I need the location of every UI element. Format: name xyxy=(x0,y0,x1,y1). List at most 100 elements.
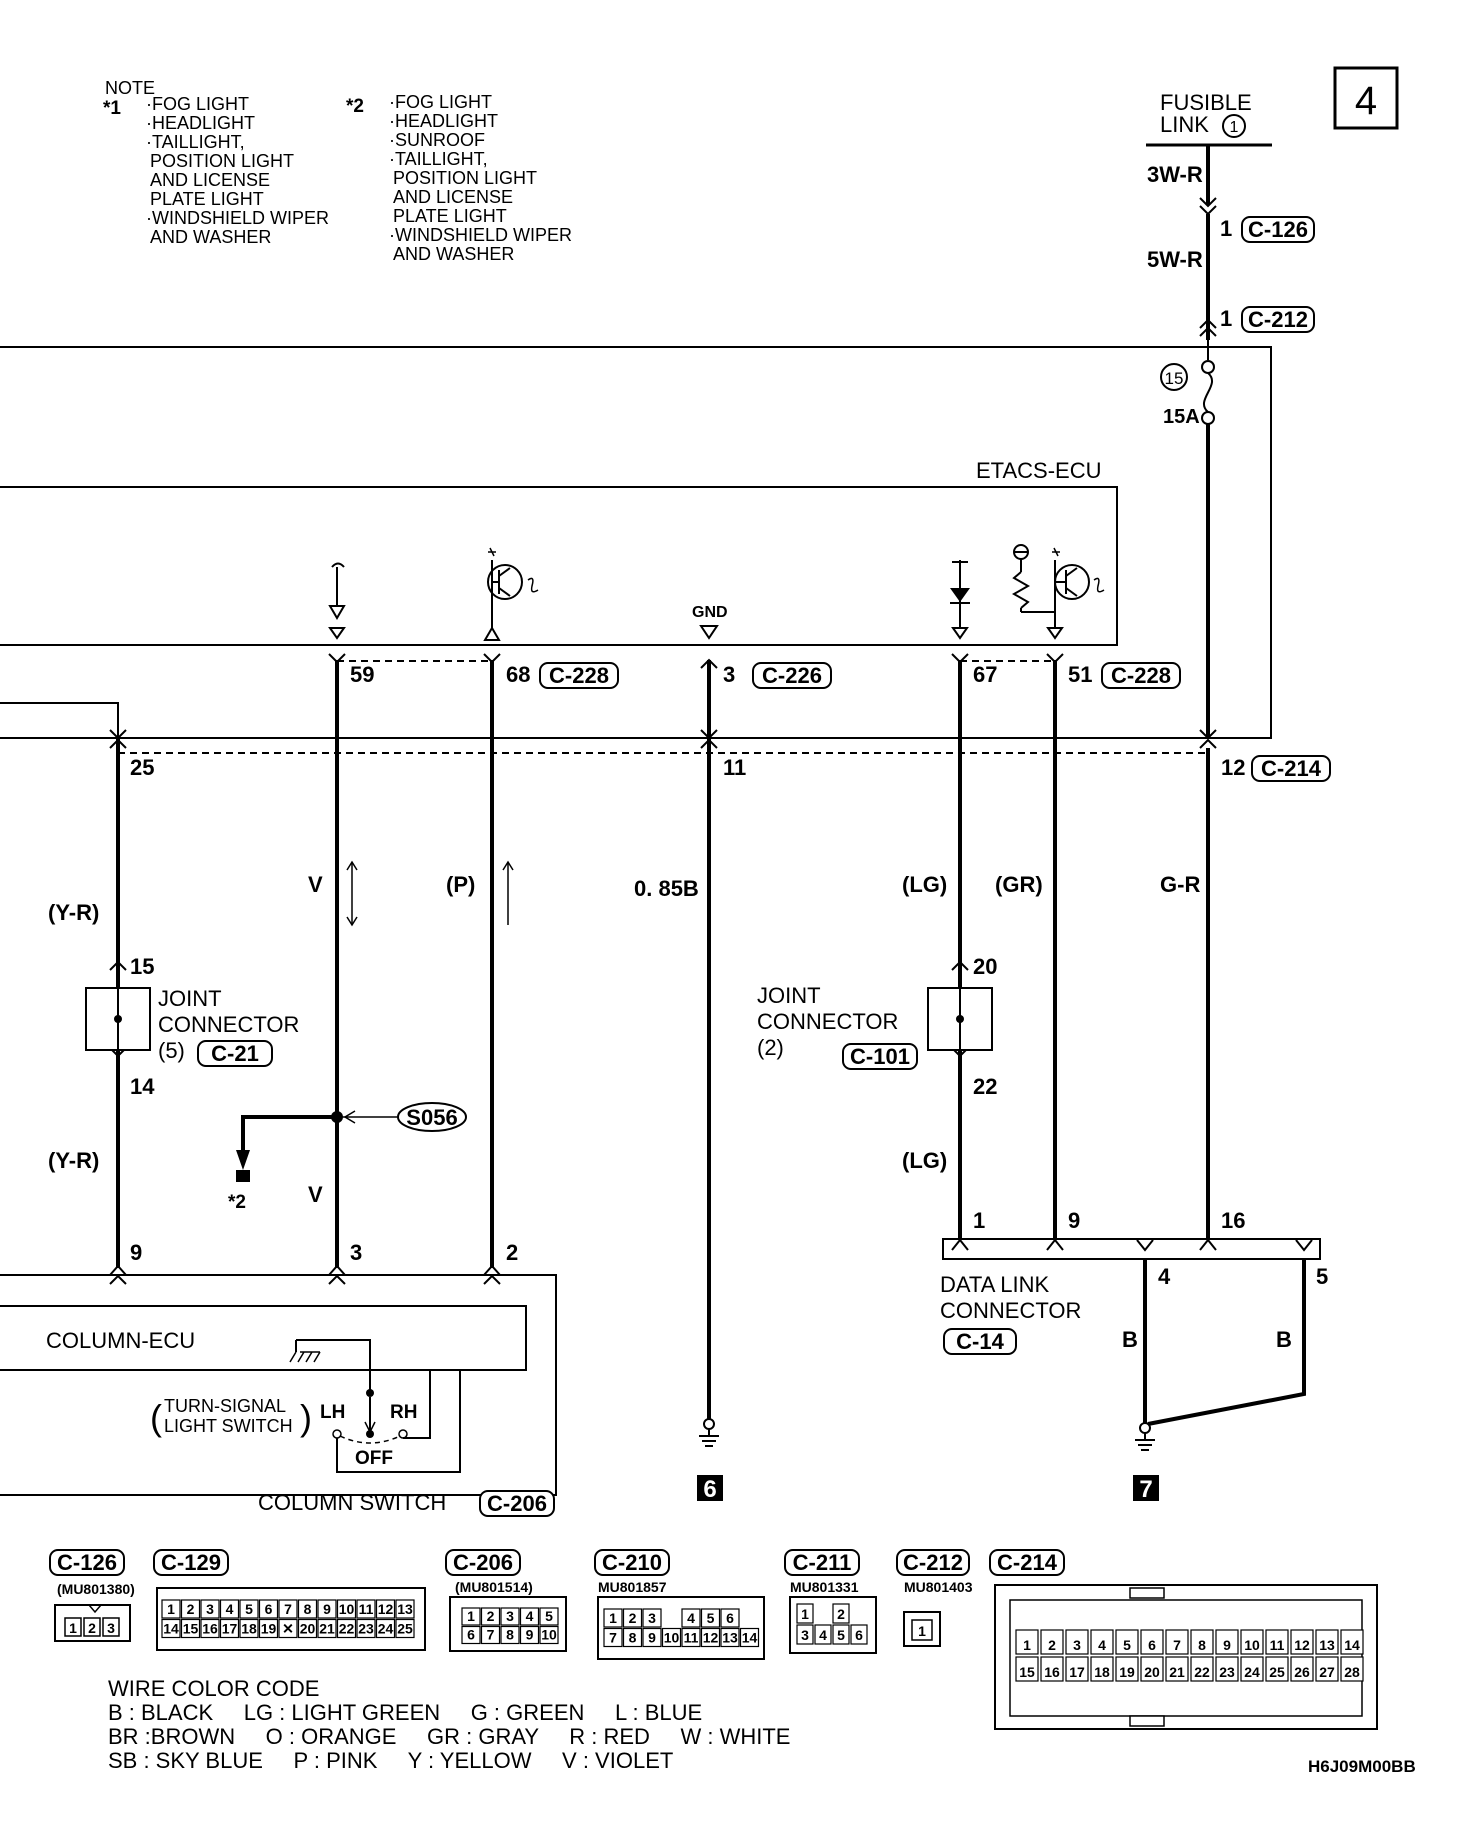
connector-pin-cell xyxy=(622,1608,643,1628)
connector-pin: 23 xyxy=(358,1621,374,1637)
connector-pin-cell xyxy=(796,1624,814,1645)
wire-color-label: V xyxy=(308,872,323,897)
note-star1-line: AND WASHER xyxy=(150,227,271,247)
connector-pin: 6 xyxy=(726,1610,734,1626)
connector-pin: 20 xyxy=(300,1621,316,1637)
note-star2-line: AND LICENSE xyxy=(393,187,513,207)
connector-pin: 22 xyxy=(339,1621,355,1637)
connector-pin: 26 xyxy=(1294,1664,1310,1680)
connector-pin: 14 xyxy=(1344,1637,1360,1653)
connector-pin-cell xyxy=(1265,1629,1289,1655)
connector-pin: 2 xyxy=(187,1601,195,1617)
connector-pin-cell xyxy=(1090,1629,1114,1655)
connector-badge-c126: C-126 xyxy=(49,1549,125,1576)
note-star1-line: ·FOG LIGHT xyxy=(146,94,249,114)
data-link-connector: 1 9 16 4 5 B B DATA LINK CONNECTOR C-14 xyxy=(940,1208,1328,1426)
connector-pin-cell xyxy=(317,1599,337,1619)
connector-pin: ✕ xyxy=(282,1621,294,1637)
connector-pin-cell xyxy=(278,1618,298,1639)
connector-pin: 28 xyxy=(1344,1664,1360,1680)
note-star2-line: POSITION LIGHT xyxy=(393,168,537,188)
connector-pin-cell xyxy=(258,1618,279,1639)
splice-id: S056 xyxy=(406,1105,457,1130)
svg-text:C-228: C-228 xyxy=(549,663,609,688)
connector-pin-cell xyxy=(480,1625,501,1645)
connector-pin: 7 xyxy=(284,1601,292,1617)
gnd-label: GND xyxy=(692,604,728,621)
note-star1-line: PLATE LIGHT xyxy=(150,189,264,209)
connector-pin: 7 xyxy=(609,1630,617,1646)
connector-pin: 10 xyxy=(1244,1637,1260,1653)
connector-pin-cell xyxy=(500,1607,520,1626)
connector-pin-cell xyxy=(317,1618,337,1639)
connector-pin-cell xyxy=(356,1618,376,1639)
svg-text:C-126: C-126 xyxy=(57,1550,117,1575)
svg-text:C-212: C-212 xyxy=(903,1550,963,1575)
connector-pin: 27 xyxy=(1319,1664,1335,1680)
connector-badge-c212: C-212 xyxy=(1241,306,1315,333)
connector-pin: 5 xyxy=(837,1627,845,1643)
connector-pin-cell xyxy=(1165,1629,1189,1655)
wire-color-label: (LG) xyxy=(902,1148,947,1173)
dlc-line1: DATA LINK xyxy=(940,1272,1050,1297)
joint5-pin: 15 xyxy=(130,954,154,979)
connector-pin: 18 xyxy=(1094,1664,1110,1680)
svg-text:C-129: C-129 xyxy=(161,1550,221,1575)
note-star2-line: ·WINDSHIELD WIPER xyxy=(389,225,572,245)
pin-label: 11 xyxy=(723,755,746,780)
connector-pin: 11 xyxy=(359,1601,374,1617)
connector-pin: 3 xyxy=(107,1620,115,1636)
pin-label: 68 xyxy=(506,662,530,687)
connector-pin: 1 xyxy=(801,1606,809,1622)
connector-pin: 19 xyxy=(1119,1664,1135,1680)
wire-color-label: B xyxy=(1276,1327,1292,1352)
connector-pin: 10 xyxy=(339,1601,355,1617)
connector-badge-c129: C-129 xyxy=(153,1549,229,1576)
connector-pin: 3 xyxy=(206,1601,214,1617)
switch-label-line2: LIGHT SWITCH xyxy=(164,1416,293,1436)
pin-label: 9 xyxy=(1068,1208,1080,1233)
svg-text:C-14: C-14 xyxy=(956,1329,1004,1354)
connector-pin: 10 xyxy=(664,1630,680,1646)
joint2-pin: 22 xyxy=(973,1074,997,1099)
connector-pin: 8 xyxy=(506,1627,514,1643)
connector-pin-cell xyxy=(720,1608,740,1628)
svg-text:C-212: C-212 xyxy=(1248,307,1308,332)
connector-pin: 2 xyxy=(629,1610,637,1626)
wire-color-label: (LG) xyxy=(902,872,947,897)
note-star2-line: ·SUNROOF xyxy=(389,130,485,150)
connector-pin: 16 xyxy=(1044,1664,1060,1680)
note-star2-mark: *2 xyxy=(346,96,364,117)
pin-label: 51 xyxy=(1068,662,1092,687)
connector-pin: 13 xyxy=(397,1601,413,1617)
connector-pin-cell xyxy=(1065,1656,1089,1682)
wire-color-label: 0. 85B xyxy=(634,876,699,901)
ground-6: 6 xyxy=(697,1418,723,1503)
connector-pin: 5 xyxy=(1123,1637,1131,1653)
etacs-ecu-label: ETACS-ECU xyxy=(976,458,1102,483)
pin-label: 5 xyxy=(1316,1264,1328,1289)
connector-pin: 4 xyxy=(226,1601,234,1617)
connector-pin-cell xyxy=(180,1618,201,1639)
connector-pin: 17 xyxy=(222,1621,238,1637)
connector-pin: 6 xyxy=(1148,1637,1156,1653)
joint-connector-2: 20 22 JOINT CONNECTOR (2) C-101 xyxy=(757,954,997,1099)
connector-dashes xyxy=(118,660,1208,754)
color-code-line: BR :BROWN O : ORANGE GR : GRAY R : RED W… xyxy=(108,1724,790,1749)
pin-label: 1 xyxy=(973,1208,985,1233)
connector-pin: 24 xyxy=(378,1621,394,1637)
connector-pin-cell xyxy=(642,1608,662,1628)
note-star2-line: PLATE LIGHT xyxy=(393,206,507,226)
connector-pin-cell xyxy=(1090,1656,1114,1682)
connector-pin: 15 xyxy=(1019,1664,1035,1680)
pin-label: 12 xyxy=(1221,755,1245,780)
wire-color-label: B xyxy=(1122,1327,1138,1352)
connector-pin-cell xyxy=(796,1603,814,1624)
wire-color-label: (GR) xyxy=(995,872,1043,897)
connector-pin-cell xyxy=(681,1608,701,1628)
wire-color-label: (Y-R) xyxy=(48,1148,99,1173)
connector-badge-c228: C-228 xyxy=(1101,662,1181,689)
